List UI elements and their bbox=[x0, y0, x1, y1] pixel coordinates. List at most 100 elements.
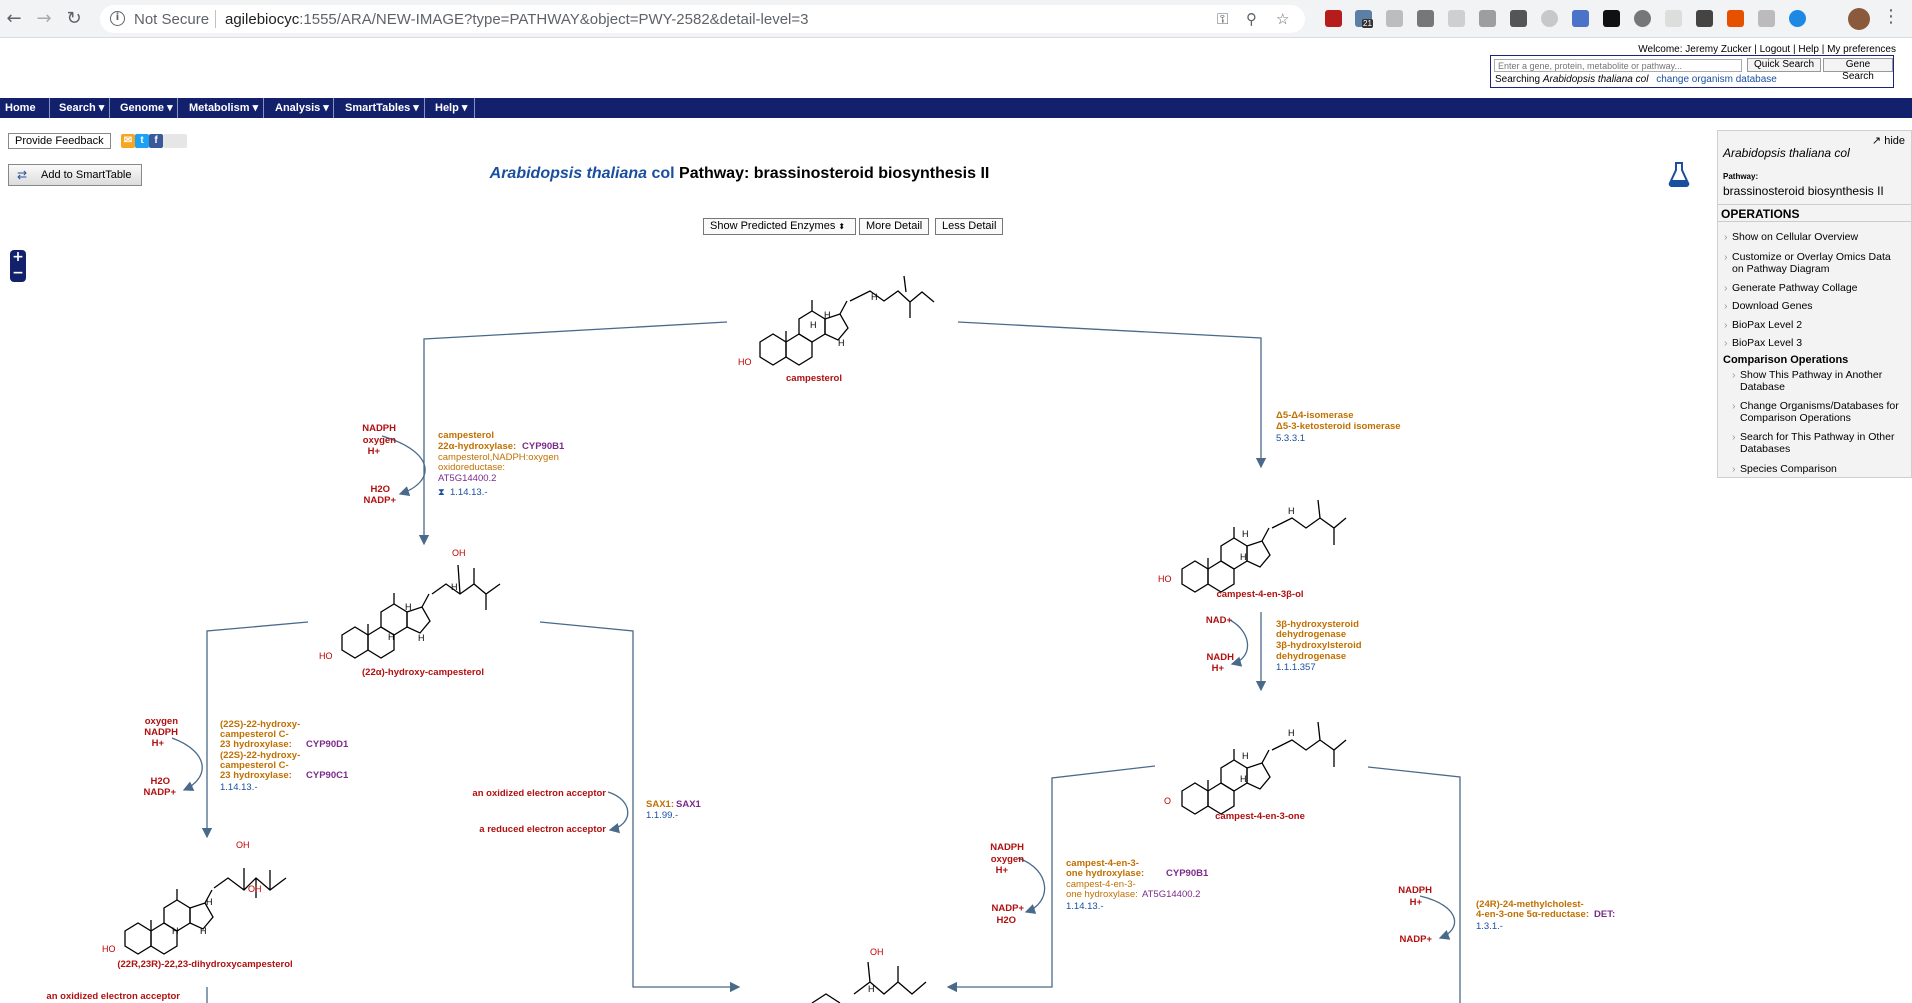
cofactor-nadph[interactable]: NADPH bbox=[990, 842, 1024, 853]
cofactor-oxygen[interactable]: oxygen bbox=[991, 854, 1024, 865]
enzyme-name[interactable]: 4-en-3-one 5α-reductase: bbox=[1476, 909, 1589, 920]
enzyme-name[interactable]: (24R)-24-methylcholest- bbox=[1476, 899, 1584, 910]
cofactor-arrow[interactable] bbox=[1419, 895, 1456, 940]
cofactor-nadp[interactable]: NADP+ bbox=[1400, 934, 1433, 945]
extension-icon[interactable] bbox=[1665, 10, 1682, 27]
ec-number[interactable]: 1.14.13.- bbox=[220, 782, 258, 793]
email-icon[interactable]: ✉ bbox=[121, 134, 135, 148]
sidebar-item-species-comparison[interactable]: Species Comparison bbox=[1732, 463, 1837, 475]
enzyme-name[interactable]: 22α-hydroxylase: bbox=[438, 441, 516, 452]
enzyme-name[interactable]: dehydrogenase bbox=[1276, 629, 1346, 640]
star-icon[interactable]: ☆ bbox=[1276, 10, 1290, 28]
enzyme-name[interactable]: one hydroxylase: bbox=[1066, 868, 1144, 879]
reload-icon[interactable]: ↻ bbox=[66, 8, 82, 29]
cofactor-nadp[interactable]: NADP+ bbox=[364, 495, 397, 506]
reaction-c23-hydroxylase[interactable]: oxygen NADPH H+ H2O NADP+ (22S)-22-hydro… bbox=[144, 716, 349, 798]
ec-number[interactable]: 1.3.1.- bbox=[1476, 921, 1503, 932]
enzyme-name[interactable]: campesterol,NADPH:oxygen bbox=[438, 452, 559, 463]
enzyme-name[interactable]: oxidoreductase: bbox=[438, 462, 505, 473]
logout-link[interactable]: Logout bbox=[1759, 44, 1791, 55]
extension-icon[interactable] bbox=[1696, 10, 1713, 27]
enzyme-name[interactable]: 3β-hydroxysteroid bbox=[1276, 619, 1359, 630]
sidebar-item-biopax-3[interactable]: BioPax Level 3 bbox=[1724, 337, 1802, 349]
enzyme-name[interactable]: campesterol bbox=[438, 430, 494, 441]
reaction-arrow[interactable] bbox=[1367, 766, 1461, 1003]
zoom-in-icon[interactable]: + bbox=[12, 249, 24, 265]
quick-search-button[interactable]: Quick Search bbox=[1747, 58, 1822, 72]
enzyme-name[interactable]: dehydrogenase bbox=[1276, 651, 1346, 662]
ec-number[interactable]: 1.1.99.- bbox=[646, 810, 678, 821]
extension-icon[interactable] bbox=[1479, 10, 1496, 27]
sidebar-item-search-other-db[interactable]: Search for This Pathway in OtherDatabase… bbox=[1732, 431, 1894, 455]
extension-icon[interactable] bbox=[1417, 10, 1434, 27]
extension-icon[interactable] bbox=[1789, 10, 1806, 27]
enzyme-name[interactable]: campesterol C- bbox=[220, 760, 289, 771]
extension-icon[interactable] bbox=[1634, 10, 1651, 27]
url-text[interactable]: agilebiocyc:1555/ARA/NEW-IMAGE?type=PATH… bbox=[225, 11, 808, 28]
cofactor-h2o[interactable]: H2O bbox=[996, 915, 1016, 926]
key-icon[interactable]: ⚿ bbox=[1217, 10, 1229, 28]
menu-analysis[interactable]: Analysis ▾ bbox=[270, 98, 334, 118]
more-detail-button[interactable]: More Detail bbox=[859, 218, 930, 235]
reaction-arrow[interactable] bbox=[957, 321, 1267, 469]
zoom-out-icon[interactable]: − bbox=[12, 265, 24, 281]
back-icon[interactable]: ← bbox=[6, 8, 22, 29]
gene-name[interactable]: DET: bbox=[1594, 909, 1615, 920]
enzyme-name[interactable]: SAX1: bbox=[646, 799, 674, 810]
cofactor-oxidized-acceptor[interactable]: an oxidized electron acceptor bbox=[46, 991, 180, 1002]
extension-icon[interactable] bbox=[1325, 10, 1342, 27]
sidebar-item-biopax-2[interactable]: BioPax Level 2 bbox=[1724, 319, 1802, 331]
extension-icon[interactable] bbox=[1510, 10, 1527, 27]
cofactor-oxidized-acceptor[interactable]: an oxidized electron acceptor bbox=[472, 788, 606, 799]
enzyme-name[interactable]: campesterol C- bbox=[220, 729, 289, 740]
extension-icon[interactable] bbox=[1603, 10, 1620, 27]
molecule-campest-4-en-3-one[interactable]: O H H H campest-4-en-3-one bbox=[1164, 721, 1347, 822]
share-icon[interactable] bbox=[163, 134, 187, 148]
cofactor-arrow[interactable] bbox=[1229, 619, 1249, 667]
cofactor-arrow[interactable] bbox=[1017, 857, 1046, 914]
cofactor-nadph[interactable]: NADPH bbox=[144, 727, 178, 738]
facebook-icon[interactable]: f bbox=[149, 134, 163, 148]
cofactor-nadph[interactable]: NADPH bbox=[1398, 885, 1432, 896]
enzyme-name[interactable]: 23 hydroxylase: bbox=[220, 739, 292, 750]
gene-name[interactable]: CYP90B1 bbox=[522, 441, 565, 452]
cofactor-h[interactable]: H+ bbox=[1410, 897, 1423, 908]
enzyme-name[interactable]: (22S)-22-hydroxy- bbox=[220, 750, 300, 761]
menu-home[interactable]: Home bbox=[0, 98, 50, 118]
preferences-link[interactable]: My preferences bbox=[1827, 44, 1896, 55]
cofactor-nadh[interactable]: NADH bbox=[1207, 652, 1235, 663]
enzyme-name[interactable]: 3β-hydroxylsteroid bbox=[1276, 640, 1362, 651]
ec-number[interactable]: 1.1.1.357 bbox=[1276, 662, 1316, 673]
enzyme-name[interactable]: (22S)-22-hydroxy- bbox=[220, 719, 300, 730]
cofactor-nadp[interactable]: NADP+ bbox=[992, 903, 1025, 914]
info-icon[interactable]: i bbox=[110, 11, 125, 26]
cofactor-arrow[interactable] bbox=[381, 435, 426, 497]
reaction-arrow[interactable] bbox=[539, 621, 741, 993]
reaction-sax1[interactable]: an oxidized electron acceptor a reduced … bbox=[472, 788, 701, 835]
metabolite-label[interactable]: (22α)-hydroxy-campesterol bbox=[362, 667, 484, 678]
reaction-arrow[interactable] bbox=[201, 621, 309, 839]
extension-icon[interactable]: 21 bbox=[1355, 10, 1373, 28]
gene-name[interactable]: SAX1 bbox=[676, 799, 702, 810]
cofactor-nadp[interactable]: NADP+ bbox=[144, 787, 177, 798]
menu-genome[interactable]: Genome ▾ bbox=[115, 98, 178, 118]
molecule-campesterol[interactable]: HO H H H H campesterol bbox=[738, 275, 935, 384]
sidebar-item-pathway-collage[interactable]: Generate Pathway Collage bbox=[1724, 282, 1857, 294]
enzyme-name[interactable]: Δ5-3-ketosteroid isomerase bbox=[1276, 421, 1401, 432]
gene-name[interactable]: AT5G14400.2 bbox=[1142, 889, 1200, 900]
metabolite-label[interactable]: campesterol bbox=[786, 373, 842, 384]
cofactor-arrow[interactable] bbox=[607, 791, 629, 834]
metabolite-label[interactable]: campest-4-en-3-one bbox=[1215, 811, 1305, 822]
sidebar-item-download-genes[interactable]: Download Genes bbox=[1724, 300, 1813, 312]
sidebar-item-change-organisms[interactable]: Change Organisms/Databases forComparison… bbox=[1732, 400, 1899, 424]
show-predicted-select[interactable]: Show Predicted Enzymes ⬍ bbox=[703, 218, 856, 235]
molecule-campest-4-en-3b-ol[interactable]: HO H H H campest-4-en-3β-ol bbox=[1158, 499, 1347, 600]
molecule-partial[interactable]: OH H bbox=[811, 947, 927, 1003]
less-detail-button[interactable]: Less Detail bbox=[935, 218, 1004, 235]
cofactor-reduced-acceptor[interactable]: a reduced electron acceptor bbox=[479, 824, 606, 835]
search-input[interactable] bbox=[1494, 59, 1742, 72]
enzyme-name[interactable]: one hydroxylase: bbox=[1066, 889, 1138, 900]
sidebar-item-cellular-overview[interactable]: Show on Cellular Overview bbox=[1724, 231, 1858, 243]
gene-name[interactable]: CYP90B1 bbox=[1166, 868, 1209, 879]
